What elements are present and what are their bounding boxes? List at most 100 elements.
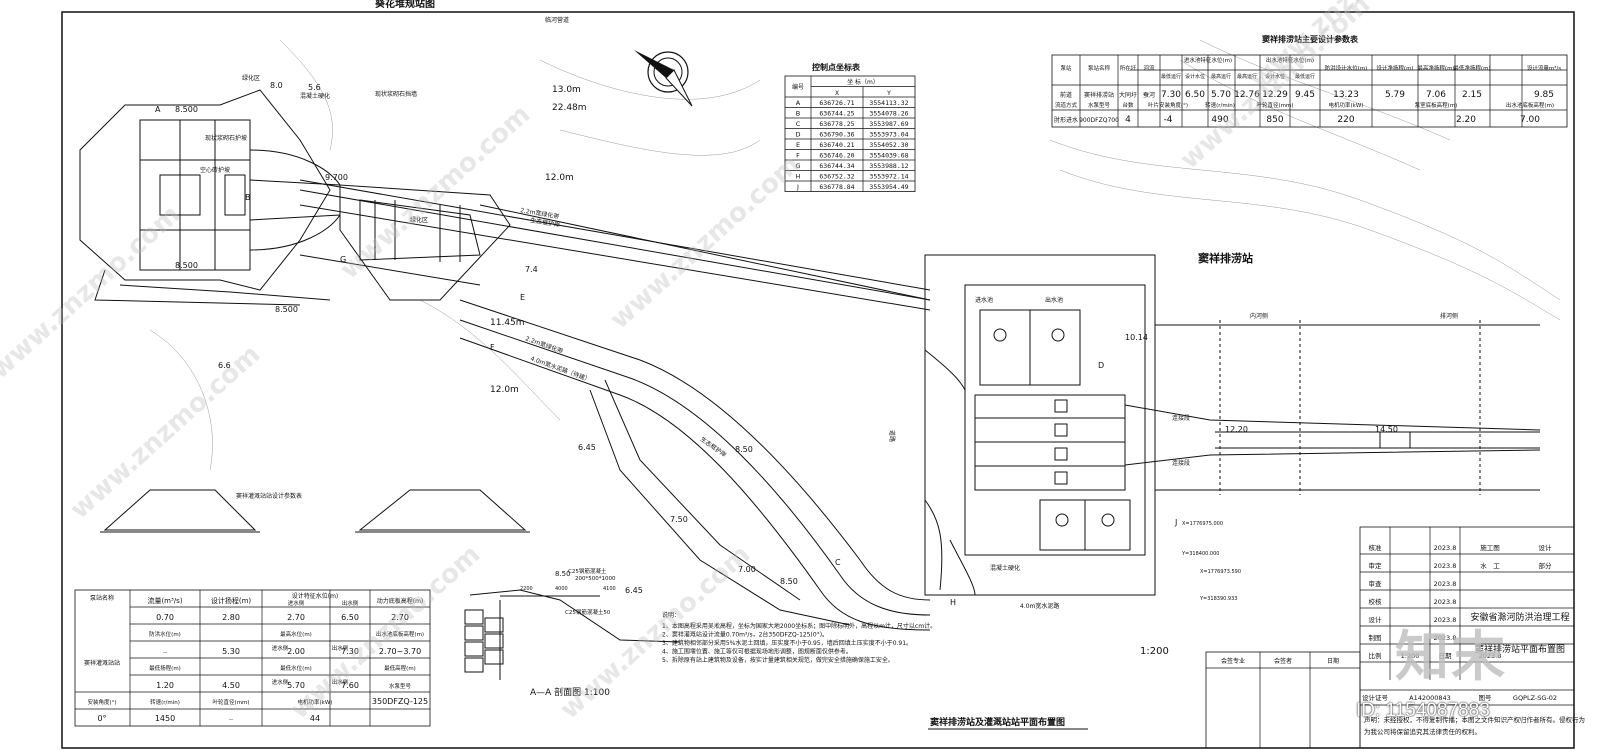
title-block-cell: 2023.8 xyxy=(1434,562,1457,570)
plan-label-l3: 现状浆砌石护坡 xyxy=(205,134,247,142)
param-table-cell: 490 xyxy=(1211,115,1228,125)
title-block-cell: 审定 xyxy=(1369,561,1383,570)
irrig-table-cell: 44 xyxy=(310,714,320,723)
irrig-table-cell: 进水侧 xyxy=(272,678,289,686)
param-table-cell: 7.06 xyxy=(1426,90,1446,100)
channel-lower xyxy=(459,299,931,631)
param-table-cell: 5.79 xyxy=(1385,90,1405,100)
note-item: 3、建筑物相邻部分采用5%水泥土回填，压实度不小于0.95，墙后回填土压实度不小… xyxy=(662,639,912,647)
elevation-label: 8.50 xyxy=(735,445,753,454)
control-table-cell: 3554039.68 xyxy=(869,152,908,160)
callout-c5: 12.0m xyxy=(490,385,519,395)
title-block-cell: 校核 xyxy=(1369,597,1383,606)
title-block-cell: 2023.8 xyxy=(1434,616,1457,624)
point-label-F: F xyxy=(490,343,495,352)
sheet-border xyxy=(61,11,1575,749)
irrig-table-header: 泵站名称 xyxy=(90,594,114,602)
plan-label-l16: 连接段 xyxy=(1172,459,1190,467)
point-label-A: A xyxy=(155,105,161,114)
irrig-table-cell: 0° xyxy=(97,714,106,723)
control-table-cell: F xyxy=(796,152,800,160)
control-table-cell: G xyxy=(795,162,800,170)
irrig-table-cell: 出水侧 xyxy=(332,678,349,686)
point-label-C: C xyxy=(835,558,841,567)
param-table-header: 出水池特征水位(m) xyxy=(1266,56,1314,64)
plan-label-l11: 4.0m宽水泥路 xyxy=(1020,602,1059,610)
elevation-label: 8.0 xyxy=(270,81,283,90)
control-table-cell: 636790.36 xyxy=(819,131,854,139)
control-table-cell: 636778.25 xyxy=(819,120,854,128)
station-name: 窦祥排涝站 xyxy=(1198,251,1253,265)
disclaimer: 为我公司将保留追究其法律责任的权利。 xyxy=(1364,727,1481,736)
elevation-label: 6.6 xyxy=(218,361,231,370)
irrig-table-title: 窦祥灌溉站站设计参数表 xyxy=(236,492,302,500)
plan-label-l4: 现状浆砌石挡墙 xyxy=(375,90,417,98)
param-table-cell: 电机功率(kW) xyxy=(1329,101,1364,109)
plan-labels: 绿化区混凝土硬化现状浆砌石护坡现状浆砌石挡墙空心砖护坡2.2m宽绿化带生态框护岸… xyxy=(155,74,1458,616)
irrig-table-cell: 7.30 xyxy=(341,647,359,656)
plan-label-l9: 2.2m宽绿化带 xyxy=(524,334,564,355)
control-table-cell: 3554113.32 xyxy=(869,99,908,107)
control-table-frame xyxy=(784,75,916,192)
point-label-E: E xyxy=(520,293,525,302)
param-table-cell: 叶轮直径(mm) xyxy=(1256,101,1293,109)
section-dim: 4100 xyxy=(603,586,616,592)
irrig-table-cell: 1450 xyxy=(155,714,175,723)
channel-upper xyxy=(299,179,931,311)
irrig-table-cell: 水泵型号 xyxy=(389,682,412,690)
control-table-header: Y xyxy=(886,90,891,97)
brand-watermark: 知末 xyxy=(1395,625,1507,688)
irrig-table-subheader: 出水侧 xyxy=(342,599,359,607)
irrig-table-subheader: 进水侧 xyxy=(288,599,305,607)
irrig-table-cell: 最低高程(m) xyxy=(384,664,416,672)
cert-number: A142000843 xyxy=(1409,694,1451,702)
top-title-fragment: 葵花堆规站图 xyxy=(375,0,435,10)
plan-label-l5: 空心砖护坡 xyxy=(200,166,230,174)
irrig-table-cell: 最低水位(m) xyxy=(280,664,312,672)
param-table-cell: 蚕河 xyxy=(1143,91,1155,99)
title-block-cell: 设计 xyxy=(1369,615,1383,624)
param-table-header: 河流 xyxy=(1143,64,1155,72)
irrig-table-cell: 2.70 xyxy=(287,613,305,622)
point-label-D: D xyxy=(1098,361,1104,370)
param-table-header: 设计净扬程(m) xyxy=(1376,64,1413,72)
control-table-cell: C xyxy=(796,120,801,128)
point-label-G: G xyxy=(340,255,346,264)
note-item: 5、拆除原有站上建筑物及设备，按实计量建筑相关规范，做完安全措施确保施工安全。 xyxy=(662,656,894,664)
param-table-cell: 泵室底板高程(m) xyxy=(1415,101,1458,109)
param-table-cell: 9.45 xyxy=(1295,90,1315,100)
callout-c4: 11.45m xyxy=(490,318,525,328)
param-table-cell: 前道 xyxy=(1060,91,1072,99)
cert-label: 设计证号 xyxy=(1362,693,1389,702)
plan-label-l18: 排河侧 xyxy=(1440,312,1458,320)
title-block-cell: 2023.8 xyxy=(1434,598,1457,606)
irrig-table-cell: 2.00 xyxy=(287,647,305,656)
param-table-cell: 台数 xyxy=(1122,101,1134,109)
param-table-header: 最高净扬程(m) xyxy=(1417,64,1454,72)
param-table-cell: 窦祥排涝站 xyxy=(1084,91,1114,99)
title-block-cell: 2023.8 xyxy=(1434,634,1457,642)
control-table-cell: 636746.20 xyxy=(819,152,854,160)
control-table-cell: 3553973.04 xyxy=(869,131,908,139)
param-table-title: 窦祥排涝站主要设计参数表 xyxy=(1262,34,1359,44)
left-structure xyxy=(79,89,341,306)
irrig-table-cell: 2.80 xyxy=(222,613,240,622)
control-table-cell: 636778.84 xyxy=(819,183,854,191)
project-name: 安徽省滁河防洪治理工程 xyxy=(1470,611,1569,623)
callout-c3: 12.0m xyxy=(545,173,574,183)
elevation-label: 8.500 xyxy=(175,261,198,270)
param-table-cell: 2.20 xyxy=(1456,115,1476,125)
discharge-channel xyxy=(1124,320,1541,495)
irrig-table-header: 流量(m³/s) xyxy=(147,596,182,605)
param-table-cell: 13.23 xyxy=(1333,90,1359,100)
control-table-cell: 3553954.49 xyxy=(869,183,908,191)
irrig-table-station: 窦祥灌溉站站 xyxy=(84,659,120,667)
param-table-header: 最低净扬程(m) xyxy=(1453,64,1490,72)
callout-c2: 22.48m xyxy=(552,103,587,113)
plan-label-l13: 出水池 xyxy=(1045,296,1063,304)
title-block-cell: 1:200 xyxy=(1401,652,1420,660)
param-table-subheader: 最低运行 xyxy=(1161,73,1181,80)
section-label-c25: C25钢筋混凝土 xyxy=(568,567,607,575)
param-table-header: 所在圩 xyxy=(1120,64,1137,72)
